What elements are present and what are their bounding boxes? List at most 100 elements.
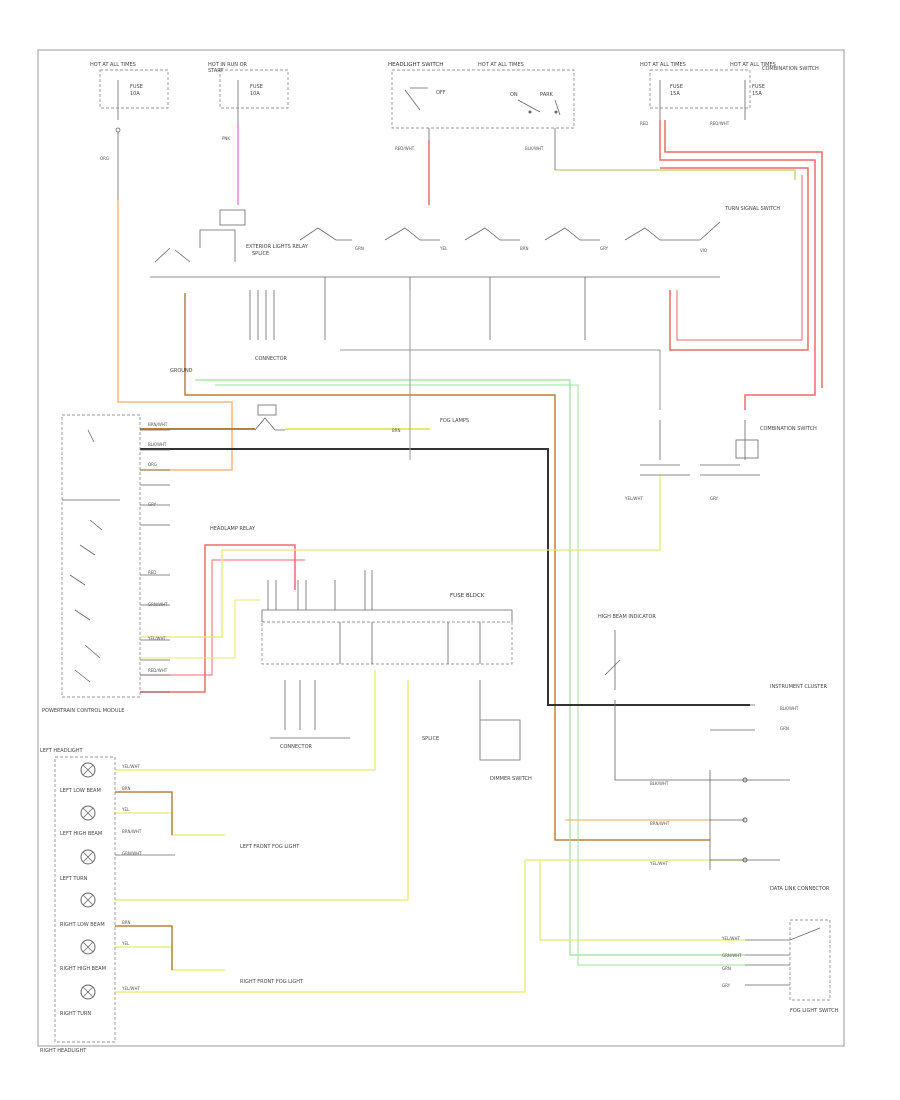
svg-text:LEFT FRONT FOG LIGHT: LEFT FRONT FOG LIGHT bbox=[240, 844, 300, 850]
wire-orange-left bbox=[117, 200, 233, 471]
right-relay: COMBINATION SWITCH YEL/WHT GRY bbox=[624, 420, 817, 501]
svg-text:COMBINATION SWITCH: COMBINATION SWITCH bbox=[762, 66, 819, 72]
svg-text:BLK/WHT: BLK/WHT bbox=[525, 146, 544, 151]
wire-red-right-3 bbox=[660, 167, 809, 351]
wire-green-long-2 bbox=[215, 384, 745, 966]
wire-brown-left-hl bbox=[115, 791, 173, 835]
svg-text:15A: 15A bbox=[752, 91, 762, 97]
fuse-block-top-2: HOT IN RUN OR START FUSE 10A PNK bbox=[208, 62, 289, 141]
svg-text:HOT IN RUN OR: HOT IN RUN OR bbox=[208, 62, 248, 68]
wire-yellow-drop-1 bbox=[115, 670, 376, 771]
wire-yellow-drop-4 bbox=[115, 946, 225, 971]
wire-yellow-mod bbox=[140, 475, 661, 638]
svg-text:POWERTRAIN CONTROL MODULE: POWERTRAIN CONTROL MODULE bbox=[42, 708, 124, 714]
svg-text:BLK/WHT: BLK/WHT bbox=[148, 442, 167, 447]
svg-text:FUSE: FUSE bbox=[250, 84, 263, 90]
fuse-block-middle: FUSE BLOCK CONNECTOR SPLICE DIMMER SWITC… bbox=[261, 570, 532, 782]
exterior-lights-relay-row: EXTERIOR LIGHTS RELAY SPLICE TURN SIGNAL… bbox=[150, 206, 780, 374]
svg-text:GRN: GRN bbox=[780, 726, 789, 731]
svg-text:EXTERIOR LIGHTS RELAY: EXTERIOR LIGHTS RELAY bbox=[246, 244, 309, 250]
svg-text:LEFT TURN: LEFT TURN bbox=[60, 876, 88, 882]
bulb-left-high bbox=[80, 849, 96, 865]
fuse-1-label: HOT AT ALL TIMES bbox=[90, 62, 136, 68]
wire-red-right-4 bbox=[676, 175, 803, 341]
svg-text:GRY: GRY bbox=[600, 246, 609, 251]
svg-text:FUSE: FUSE bbox=[752, 84, 765, 90]
svg-text:RED/WHT: RED/WHT bbox=[710, 121, 730, 126]
fuse-block-top-left: HOT AT ALL TIMES FUSE 10A ORG bbox=[90, 62, 169, 200]
svg-text:FUSE: FUSE bbox=[670, 84, 683, 90]
wire-red-right-2 bbox=[664, 120, 823, 388]
fuse-block-top-right: HOT AT ALL TIMES HOT AT ALL TIMES FUSE 1… bbox=[640, 62, 819, 126]
svg-text:FOG LAMPS: FOG LAMPS bbox=[440, 418, 469, 424]
svg-text:RED: RED bbox=[148, 570, 156, 575]
diagram-frame bbox=[37, 49, 845, 1047]
wire-yellow-right bbox=[539, 860, 745, 941]
svg-text:CONNECTOR: CONNECTOR bbox=[280, 744, 313, 750]
high-beam-indicator: HIGH BEAM INDICATOR INSTRUMENT CLUSTER B… bbox=[598, 614, 828, 781]
svg-text:10A: 10A bbox=[130, 91, 140, 97]
svg-text:GRY: GRY bbox=[148, 502, 157, 507]
svg-text:START: START bbox=[208, 68, 224, 74]
svg-text:YEL/WHT: YEL/WHT bbox=[624, 496, 644, 501]
wire-black bbox=[140, 448, 750, 706]
svg-text:BRN: BRN bbox=[122, 786, 131, 791]
svg-text:GRY: GRY bbox=[710, 496, 719, 501]
svg-text:ON: ON bbox=[510, 92, 518, 98]
svg-text:BRN/WHT: BRN/WHT bbox=[148, 422, 168, 427]
fog-relay: FOG LAMPS BRN HEADLAMP RELAY bbox=[210, 404, 469, 532]
svg-text:BLK/WHT: BLK/WHT bbox=[780, 706, 799, 711]
svg-text:BRN/WHT: BRN/WHT bbox=[122, 829, 142, 834]
wire-gray-2 bbox=[340, 349, 661, 410]
svg-text:HOT AT ALL TIMES: HOT AT ALL TIMES bbox=[640, 62, 686, 68]
svg-text:GRN: GRN bbox=[722, 966, 731, 971]
svg-text:RIGHT LOW BEAM: RIGHT LOW BEAM bbox=[60, 922, 105, 928]
bulb-right-low bbox=[80, 939, 96, 955]
svg-text:GRY: GRY bbox=[722, 983, 731, 988]
headlights-column: LEFT HEADLIGHT RIGHT HEADLIGHT LEFT LOW … bbox=[40, 748, 304, 1054]
bulb-right-high bbox=[80, 984, 96, 1000]
svg-text:OFF: OFF bbox=[436, 90, 446, 96]
svg-text:SPLICE: SPLICE bbox=[422, 736, 439, 742]
wire-green-long bbox=[195, 379, 745, 956]
svg-text:HOT AT ALL TIMES: HOT AT ALL TIMES bbox=[478, 62, 524, 68]
bulb-left-low bbox=[80, 805, 96, 821]
svg-text:LEFT LOW BEAM: LEFT LOW BEAM bbox=[60, 788, 101, 794]
wire-group bbox=[115, 120, 823, 993]
svg-text:10A: 10A bbox=[250, 91, 260, 97]
svg-text:GROUND: GROUND bbox=[170, 368, 193, 374]
svg-text:DATA LINK CONNECTOR: DATA LINK CONNECTOR bbox=[770, 886, 830, 892]
svg-text:RED: RED bbox=[640, 121, 648, 126]
svg-text:RIGHT TURN: RIGHT TURN bbox=[60, 1011, 91, 1017]
svg-text:TURN SIGNAL SWITCH: TURN SIGNAL SWITCH bbox=[724, 206, 780, 212]
svg-text:YEL: YEL bbox=[121, 807, 130, 812]
wire-brown-long bbox=[184, 293, 710, 841]
svg-text:GRN: GRN bbox=[355, 246, 364, 251]
wire-yellow-mod-2 bbox=[140, 599, 260, 659]
wire-red-fuse-2 bbox=[140, 559, 305, 676]
svg-text:15A: 15A bbox=[670, 91, 680, 97]
svg-text:ORG: ORG bbox=[148, 462, 157, 467]
svg-text:FOG LIGHT SWITCH: FOG LIGHT SWITCH bbox=[790, 1008, 839, 1014]
headlight-switch: HEADLIGHT SWITCH HOT AT ALL TIMES OFF ON… bbox=[388, 62, 575, 170]
svg-text:GRN/WHT: GRN/WHT bbox=[148, 602, 168, 607]
left-control-module: POWERTRAIN CONTROL MODULE BRN/WHT BLK/WH… bbox=[42, 414, 170, 714]
svg-text:PARK: PARK bbox=[540, 92, 554, 98]
svg-text:RED/WHT: RED/WHT bbox=[395, 146, 415, 151]
wire-brown-right-hl bbox=[115, 925, 173, 970]
svg-text:HEADLAMP RELAY: HEADLAMP RELAY bbox=[210, 526, 256, 532]
headlight-switch-label: HEADLIGHT SWITCH bbox=[388, 62, 443, 68]
svg-text:BRN: BRN bbox=[392, 428, 401, 433]
bulb-right-turn bbox=[80, 892, 96, 908]
svg-text:YEL/WHT: YEL/WHT bbox=[721, 936, 741, 941]
wire-yellowgreen bbox=[555, 169, 796, 180]
svg-text:YEL/WHT: YEL/WHT bbox=[121, 764, 141, 769]
svg-text:FUSE: FUSE bbox=[130, 84, 143, 90]
svg-text:LEFT HIGH BEAM: LEFT HIGH BEAM bbox=[60, 831, 102, 837]
svg-text:CONNECTOR: CONNECTOR bbox=[255, 356, 288, 362]
svg-text:YEL/WHT: YEL/WHT bbox=[121, 986, 141, 991]
svg-text:LEFT HEADLIGHT: LEFT HEADLIGHT bbox=[40, 748, 83, 754]
svg-text:INSTRUMENT CLUSTER: INSTRUMENT CLUSTER bbox=[770, 684, 828, 690]
svg-text:BLK/WHT: BLK/WHT bbox=[650, 781, 669, 786]
svg-text:RIGHT FRONT FOG LIGHT: RIGHT FRONT FOG LIGHT bbox=[240, 979, 304, 985]
